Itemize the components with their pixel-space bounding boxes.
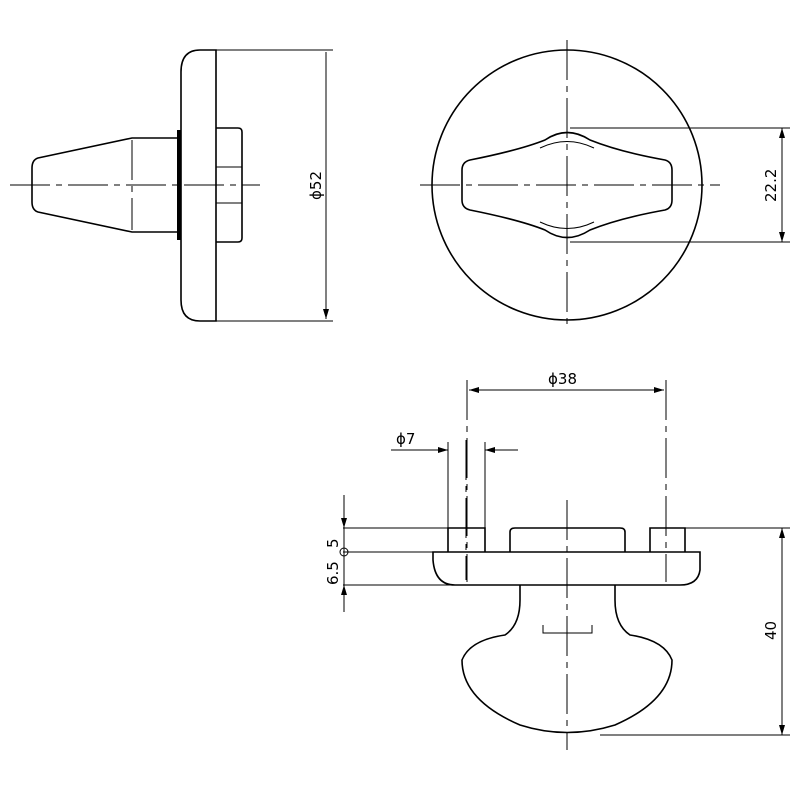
thumb-turn-handle: [461, 131, 673, 239]
rosette-body: [180, 49, 217, 322]
diameter-52-label: ϕ52: [307, 171, 325, 200]
origin-marker: [339, 547, 349, 557]
side-view: ϕ52: [10, 49, 333, 322]
height-40-label: 40: [762, 621, 780, 640]
rosette-plate: [432, 551, 701, 586]
diameter-38-label: ϕ38: [548, 370, 577, 388]
section-view: 40 5 6.5 ϕ38 ϕ7: [324, 370, 790, 750]
thickness-5-label: 5: [324, 538, 342, 548]
handle-height-label: 22.2: [762, 169, 780, 202]
washer: [177, 130, 181, 240]
thickness-6-5-label: 6.5: [324, 561, 342, 585]
front-view: 22.2: [420, 40, 790, 330]
diameter-7-label: ϕ7: [396, 430, 415, 448]
